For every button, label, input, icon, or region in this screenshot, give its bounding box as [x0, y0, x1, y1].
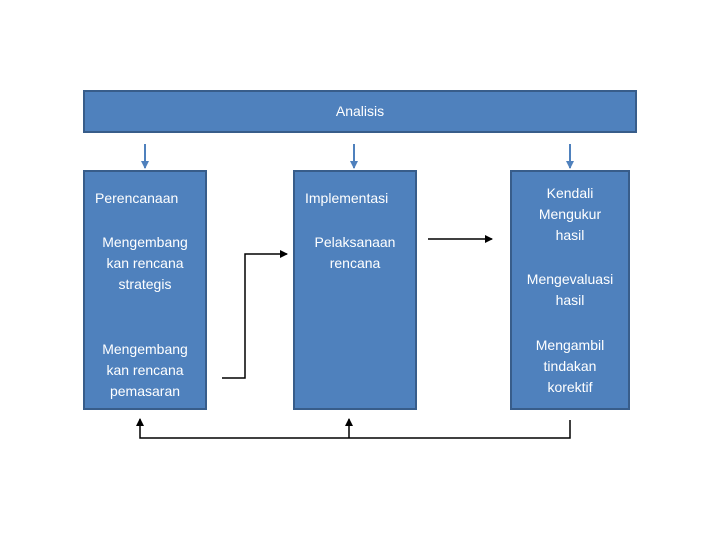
rencana-strategis-label: Mengembang kan rencana strategis — [102, 234, 188, 292]
arrow-pemasaran-to-implementasi — [222, 250, 288, 379]
implementasi-box: Implementasi Pelaksanaan rencana — [293, 170, 417, 410]
feedback-loop-line — [136, 418, 571, 439]
kendali-box: Kendali Mengukur hasil Mengevaluasi hasi… — [510, 170, 630, 410]
analisis-label: Analisis — [335, 103, 385, 119]
rencana-pemasaran-label: Mengembang kan rencana pemasaran — [102, 341, 188, 399]
tindakan-korektif-label: Mengambil tindakan korektif — [535, 337, 605, 395]
perencanaan-box: Perencanaan Mengembang kan rencana strat… — [83, 170, 207, 410]
implementasi-title: Implementasi — [305, 190, 389, 206]
mengevaluasi-hasil-label: Mengevaluasi hasil — [526, 271, 614, 308]
kendali-title: Kendali — [546, 185, 594, 201]
analisis-box: Analisis — [83, 90, 637, 133]
pelaksanaan-rencana-label: Pelaksanaan rencana — [314, 234, 396, 271]
mengukur-hasil-label: Mengukur hasil — [538, 206, 602, 243]
perencanaan-title: Perencanaan — [95, 190, 179, 206]
